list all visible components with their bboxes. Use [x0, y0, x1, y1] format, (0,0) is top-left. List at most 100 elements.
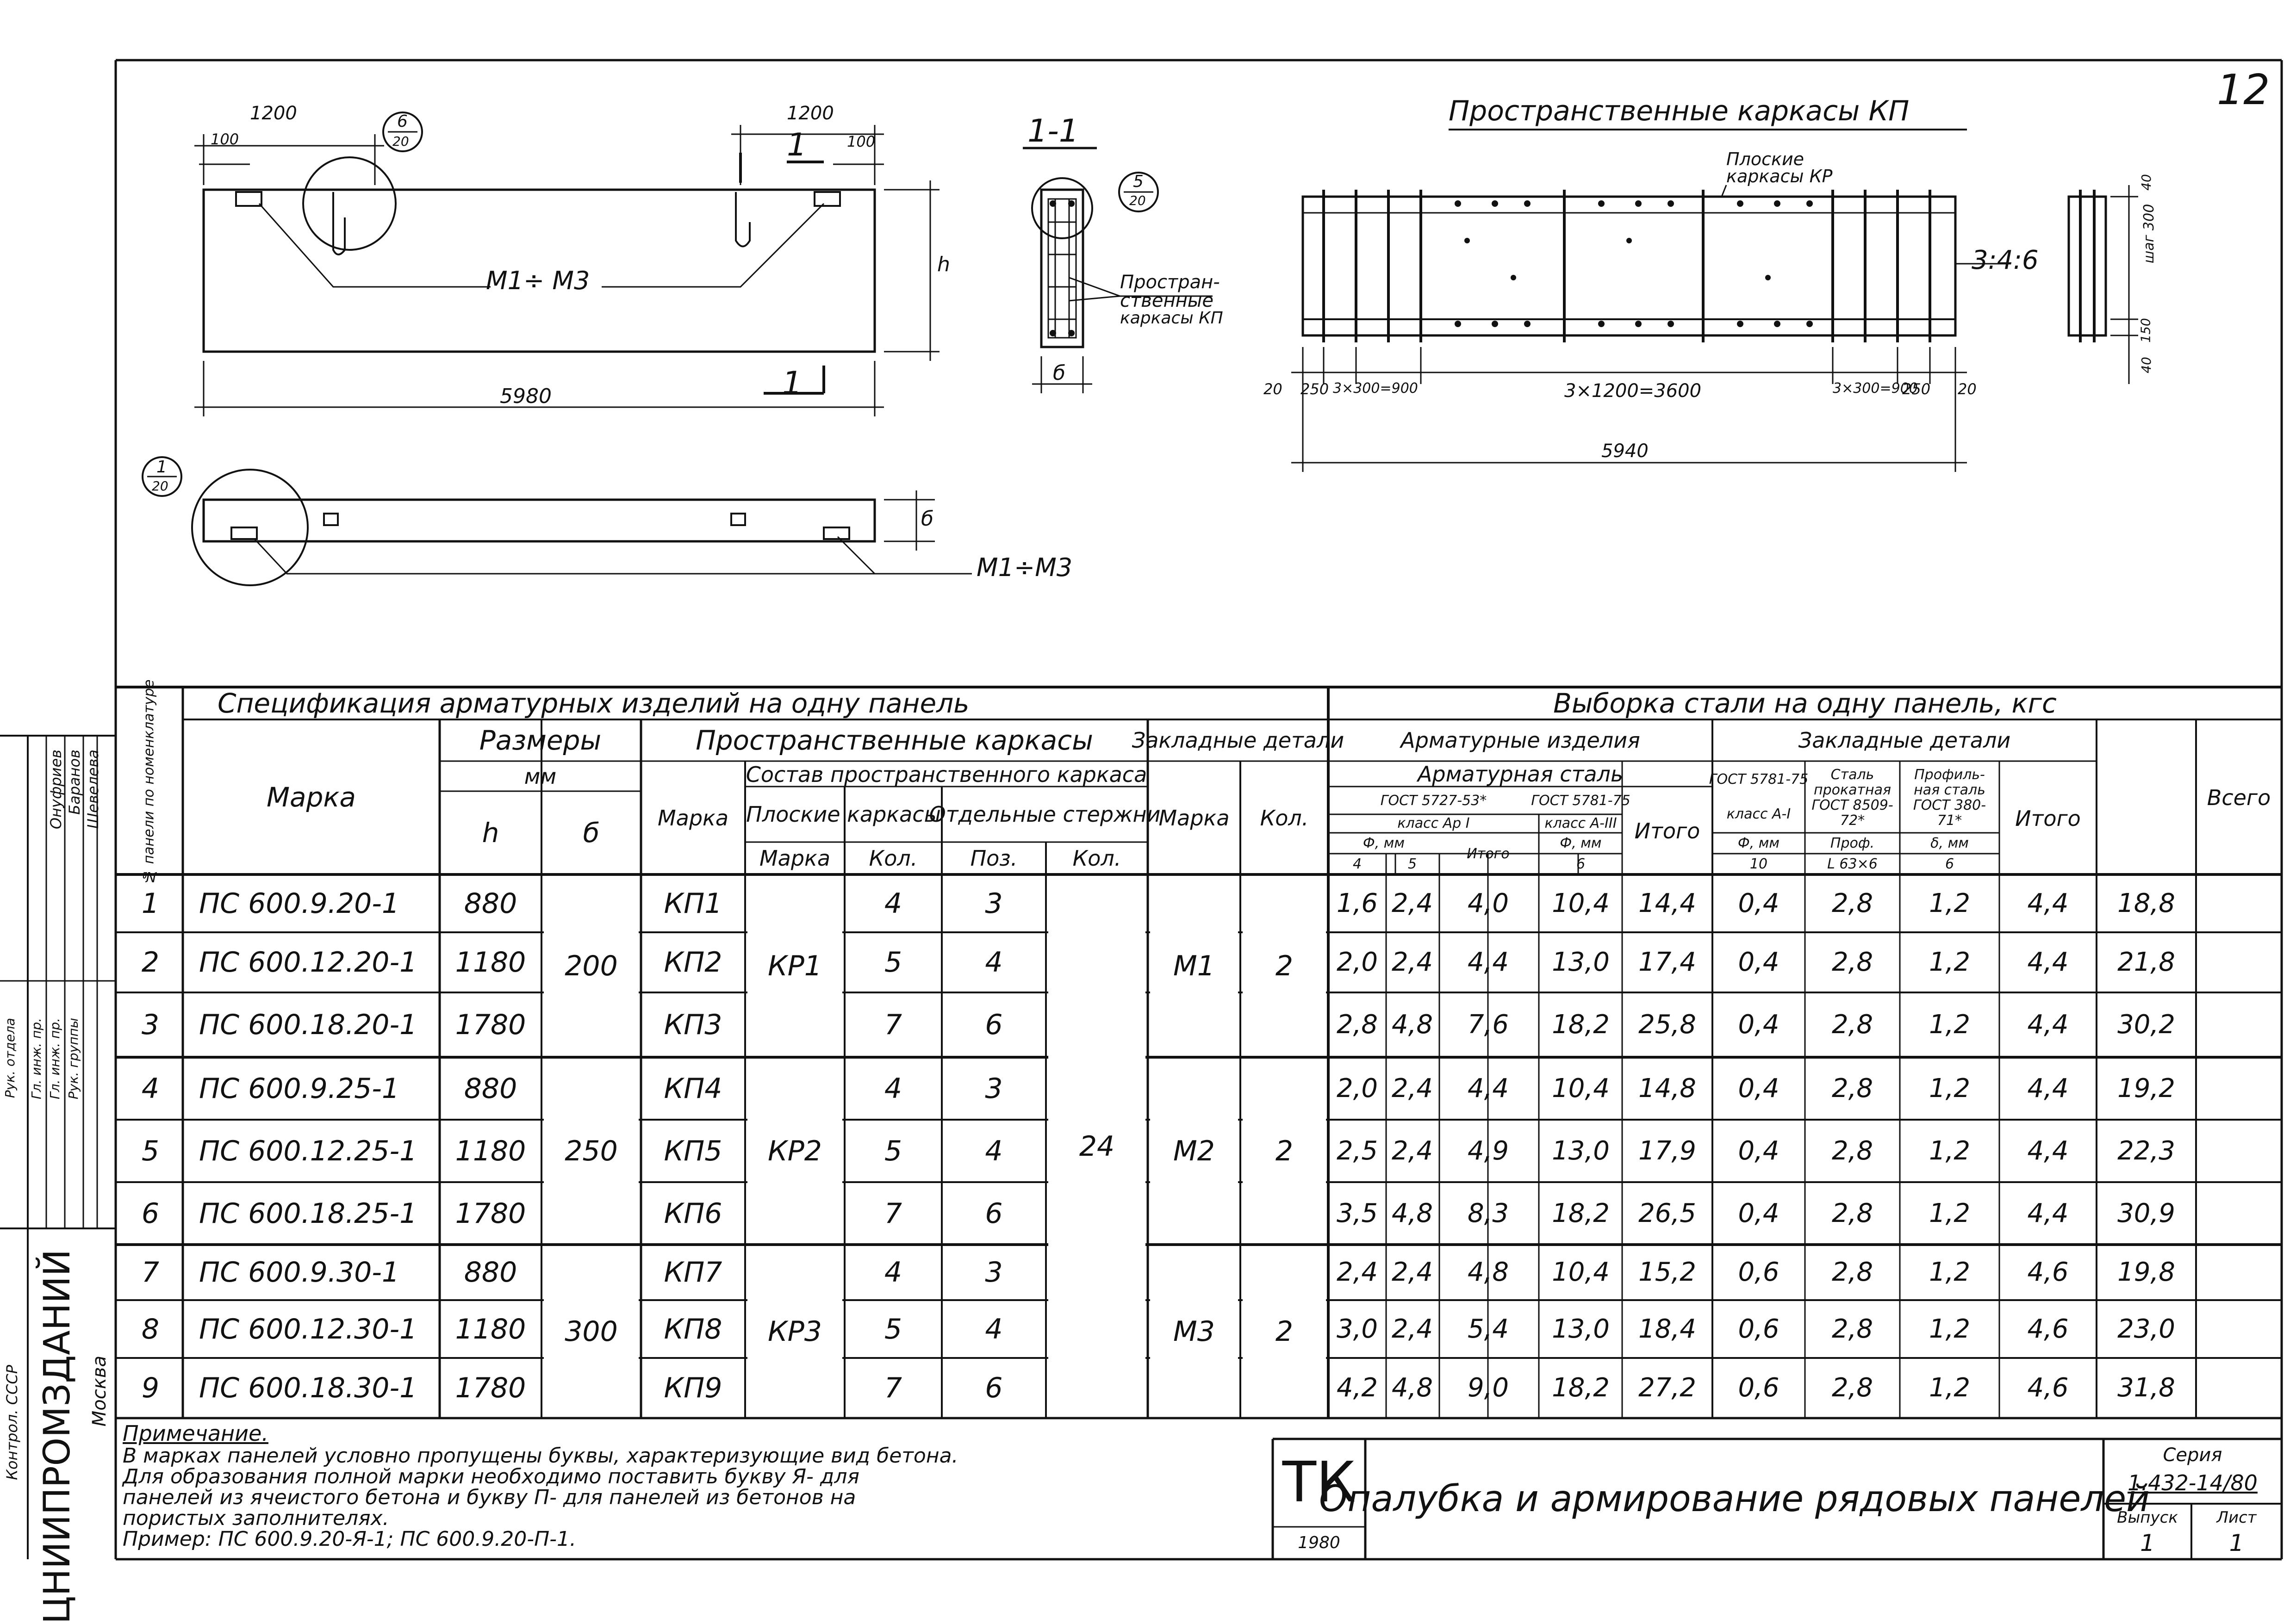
- cell-rebar-total-row-9: 27,2: [1638, 1373, 1696, 1403]
- dim-20-right: 20: [1958, 380, 1977, 398]
- cell-emb-total-row-8: 4,6: [2027, 1314, 2069, 1344]
- col-gost-b: ГОСТ 5781-75: [1531, 792, 1630, 809]
- cell-emb-total-row-2: 4,4: [2027, 947, 2069, 977]
- cell-kp-row-5: КП5: [664, 1134, 722, 1167]
- group-2-b: 250: [565, 1134, 618, 1167]
- cell-sub1-row-7: 4,8: [1467, 1257, 1509, 1287]
- cell-flat-qty-row-6: 7: [884, 1197, 902, 1230]
- cell-emb-total-row-9: 4,6: [2027, 1373, 2069, 1403]
- group-3-b: 300: [565, 1315, 618, 1348]
- section-title: 1-1: [1027, 113, 1079, 149]
- panel-length: 5980: [500, 384, 552, 408]
- col-d10: 10: [1749, 856, 1768, 872]
- callout-6-sheet: 20: [392, 134, 409, 149]
- spec-table-title: Спецификация арматурных изделий на одну …: [218, 688, 970, 719]
- ratio-label: 3:4:6: [1972, 245, 2039, 275]
- cell-total-row-5: 22,3: [2117, 1135, 2175, 1166]
- cell-rebar-total-row-1: 14,4: [1638, 888, 1696, 918]
- cell-d10-row-1: 0,4: [1738, 888, 1780, 918]
- cell-no-row-8: 8: [141, 1313, 160, 1345]
- cell-d5-row-1: 2,4: [1391, 888, 1433, 918]
- cell-total-row-7: 19,8: [2117, 1257, 2175, 1287]
- frames-outline: [1301, 195, 1957, 337]
- col-emb-parts: Закладные детали: [1798, 728, 2011, 753]
- cell-d10-row-9: 0,6: [1738, 1373, 1780, 1403]
- notes-line-1: В марках панелей условно пропущены буквы…: [123, 1444, 958, 1468]
- dim-20-left: 20: [1263, 380, 1282, 398]
- col-emb-qty: Кол.: [1260, 805, 1309, 831]
- cell-mark-row-3: ПС 600.18.20-1: [199, 1009, 417, 1041]
- cell-sub1-row-4: 4,4: [1467, 1073, 1509, 1103]
- col-sheet-delta: δ, мм: [1930, 835, 1969, 851]
- col-panel-no: № панели по номенклатуре: [141, 679, 157, 885]
- cell-sub1-row-3: 7,6: [1467, 1010, 1509, 1040]
- dim-3600: 3×1200=3600: [1564, 380, 1702, 402]
- cell-d10-row-5: 0,4: [1738, 1135, 1780, 1166]
- cell-angle-row-2: 2,8: [1831, 947, 1873, 977]
- col-flat: Плоские каркасы: [746, 802, 941, 827]
- cell-flat-qty-row-9: 7: [884, 1372, 902, 1404]
- sheet-label: Лист: [2216, 1508, 2257, 1527]
- cell-d4-row-7: 2,4: [1336, 1257, 1378, 1287]
- cell-kp-row-4: КП4: [664, 1072, 722, 1105]
- section-mark-bottom: 1: [782, 365, 803, 402]
- col-bars-pos: Поз.: [970, 846, 1018, 871]
- cell-emb-total-row-3: 4,4: [2027, 1010, 2069, 1040]
- panel-top-outline: [202, 498, 876, 543]
- cell-d6-row-8: 13,0: [1552, 1314, 1610, 1344]
- callout-1-sheet: 20: [152, 478, 168, 494]
- col-steel-rolled: Сталь прокатная ГОСТ 8509-72*: [1811, 767, 1893, 829]
- cell-rebar-total-row-5: 17,9: [1638, 1135, 1696, 1166]
- col-sheet-val: 6: [1945, 856, 1954, 872]
- cell-mark-row-7: ПС 600.9.30-1: [199, 1256, 400, 1289]
- cell-h-row-8: 1180: [455, 1313, 526, 1345]
- cell-kp-row-8: КП8: [664, 1313, 722, 1345]
- cell-d4-row-4: 2,0: [1336, 1073, 1378, 1103]
- cell-pos-row-6: 6: [985, 1197, 1003, 1230]
- col-d5: 5: [1407, 856, 1417, 872]
- cell-flat-qty-row-5: 5: [884, 1134, 902, 1167]
- cell-h-row-7: 880: [464, 1256, 517, 1289]
- col-mark: Марка: [267, 781, 356, 813]
- notes-line-4: пористых заполнителях.: [123, 1506, 389, 1530]
- section-outline: [1040, 188, 1084, 348]
- side-dim-step: шаг 300: [2141, 204, 2158, 264]
- cell-total-row-4: 19,2: [2117, 1073, 2175, 1103]
- cell-flat-qty-row-3: 7: [884, 1009, 902, 1041]
- sheet-number: 12: [2217, 66, 2270, 114]
- cell-no-row-7: 7: [141, 1256, 160, 1289]
- cell-kp-row-7: КП7: [664, 1256, 722, 1289]
- cell-flat-qty-row-1: 4: [884, 887, 902, 920]
- cell-d5-row-8: 2,4: [1391, 1314, 1433, 1344]
- frames-length: 5940: [1601, 440, 1649, 462]
- callout-6-num: 6: [397, 112, 408, 131]
- cell-total-row-1: 18,8: [2117, 888, 2175, 918]
- cell-no-row-1: 1: [141, 887, 160, 920]
- col-d4: 4: [1352, 856, 1362, 872]
- cell-no-row-9: 9: [141, 1372, 160, 1404]
- cell-emb-total-row-6: 4,4: [2027, 1198, 2069, 1228]
- group-3-kr: КР3: [768, 1315, 822, 1348]
- logo-tk: ТК: [1282, 1450, 1356, 1515]
- cell-plate-row-7: 1,2: [1929, 1257, 1971, 1287]
- cell-pos-row-4: 3: [985, 1072, 1003, 1105]
- cell-angle-row-6: 2,8: [1831, 1198, 1873, 1228]
- cell-d10-row-4: 0,4: [1738, 1073, 1780, 1103]
- cell-emb-total-row-5: 4,4: [2027, 1135, 2069, 1166]
- cell-h-row-5: 1180: [455, 1134, 526, 1167]
- cell-d6-row-9: 18,2: [1552, 1373, 1610, 1403]
- cell-emb-total-row-1: 4,4: [2027, 888, 2069, 918]
- cell-no-row-5: 5: [141, 1134, 160, 1167]
- cell-sub1-row-2: 4,4: [1467, 947, 1509, 977]
- stamp-name-3: Шевелева: [84, 750, 102, 829]
- col-total-rebar: Итого: [1634, 818, 1700, 843]
- cell-flat-qty-row-8: 5: [884, 1313, 902, 1345]
- col-gost-a: ГОСТ 5727-53*: [1380, 792, 1487, 809]
- cell-d6-row-7: 10,4: [1552, 1257, 1610, 1287]
- panel-front-outline: [202, 188, 876, 353]
- cell-mark-row-5: ПС 600.12.25-1: [199, 1134, 417, 1167]
- cell-sub1-row-8: 5,4: [1467, 1314, 1509, 1344]
- cell-d5-row-3: 4,8: [1391, 1010, 1433, 1040]
- group-1-b: 200: [565, 949, 618, 982]
- frames-title: Пространственные каркасы КП: [1449, 95, 1910, 127]
